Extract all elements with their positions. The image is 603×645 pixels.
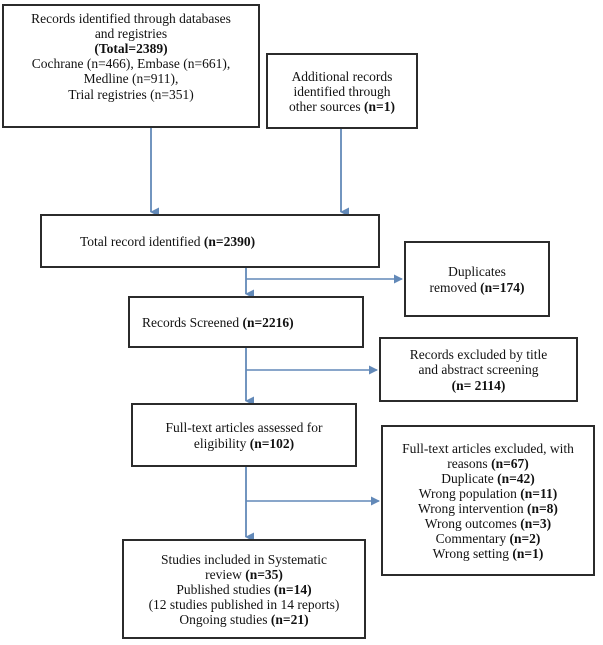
box-text-line: review (n=35) [205,566,283,582]
box-text-line: Medline (n=911), [83,71,179,87]
box-text-line: Duplicates [448,264,506,280]
box-text-line: Total record identified (n=2390) [80,233,256,249]
box-text-line: Commentary (n=2) [435,531,541,547]
box-text-line: (n= 2114) [451,377,506,393]
box-text-line: identified through [293,83,391,99]
box-text-line: Wrong setting (n=1) [432,546,544,562]
box-text-line: eligibility (n=102) [193,435,295,451]
box-text-line: Ongoing studies (n=21) [179,612,309,628]
box-text-line: Wrong population (n=11) [418,485,558,501]
box-text-line: reasons (n=67) [447,455,529,471]
box-text-line: Additional records [291,68,393,84]
box-text-line: Published studies (n=14) [176,581,312,597]
box-text-line: Studies included in Systematic [160,551,328,567]
box-text-line: Wrong intervention (n=8) [418,501,558,516]
box-text-line: Wrong outcomes (n=3) [424,516,552,532]
box-text-line: (12 studies published in 14 reports) [148,597,340,613]
box-total-record-identified: Total record identified (n=2390) [40,214,380,268]
box-text-line: Full-text articles excluded, with [402,440,574,456]
box-text-line: Trial registries (n=351) [68,86,194,102]
box-text-line: and registries [94,26,168,42]
box-text-line: and abstract screening [418,362,539,378]
box-text-line: (Total=2389) [94,41,168,57]
box-text-line: Duplicate (n=42) [441,470,535,486]
box-text-line: Records identified through databases [31,11,231,26]
box-text-line: removed (n=174) [429,279,525,295]
box-text-line: Records Screened (n=2216) [142,314,294,330]
box-text-line: Records excluded by title [409,347,548,363]
box-records-screened: Records Screened (n=2216) [128,296,364,348]
box-text-line: Cochrane (n=466), Embase (n=661), [31,56,231,72]
box-text-line: Full-text articles assessed for [165,420,323,436]
box-text-line: other sources (n=1) [289,99,395,115]
